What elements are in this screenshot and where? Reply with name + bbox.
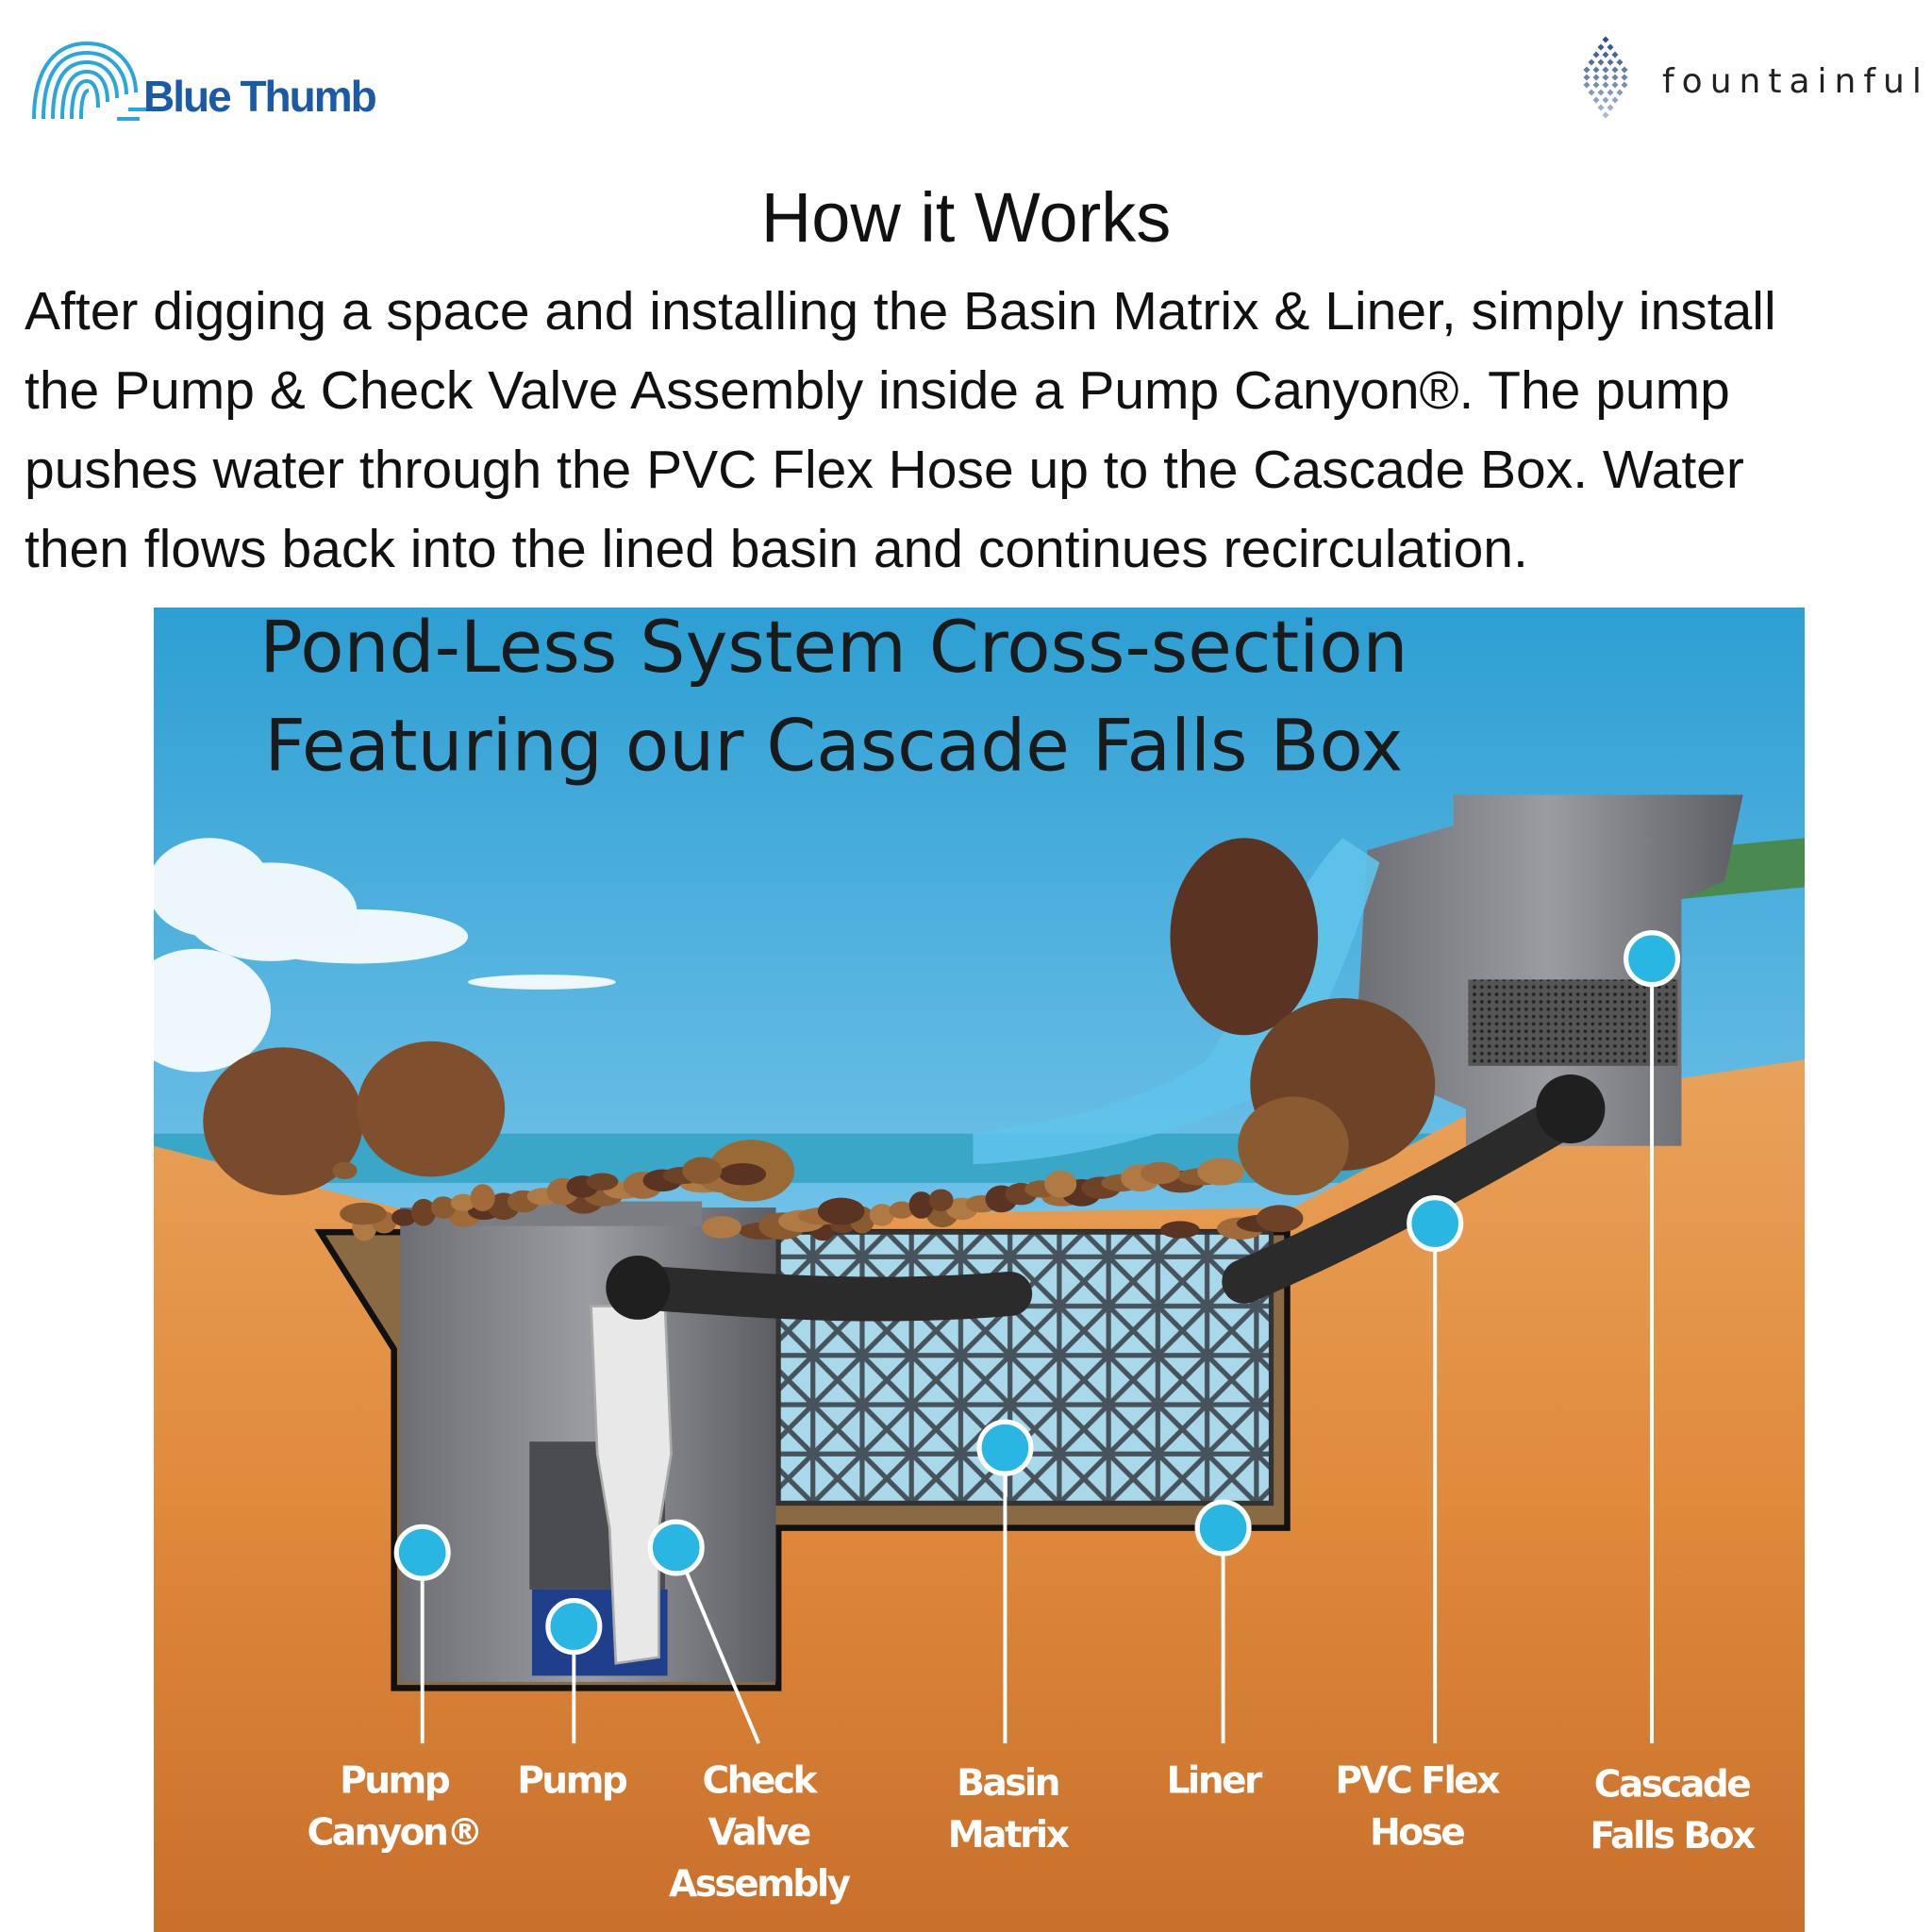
callout-label: Pump (340, 1759, 450, 1802)
pebble (889, 1201, 914, 1219)
flex-hose (618, 1087, 1599, 1322)
page-title: How it Works (760, 178, 1172, 257)
pebble (391, 1208, 417, 1226)
callout-label: Canyon® (308, 1811, 481, 1854)
pebble (702, 1216, 741, 1239)
pebble (1197, 1158, 1244, 1186)
callout-label: Hose (1370, 1811, 1464, 1854)
check-valve (590, 1305, 673, 1665)
pebble (410, 1198, 437, 1226)
pebble (450, 1193, 475, 1211)
callout-marker (1624, 930, 1681, 988)
callout-marker (393, 1524, 451, 1581)
fingerprint-icon (32, 41, 162, 121)
pebble (928, 1189, 954, 1211)
pebble (1044, 1170, 1077, 1198)
callout-label: Check (703, 1759, 819, 1802)
callout-label: Valve (708, 1811, 810, 1854)
rocks (203, 838, 1436, 1202)
pebble (470, 1184, 495, 1211)
callout: Liner (1167, 1499, 1266, 1802)
pebble (869, 1204, 894, 1226)
callout-leader-line (674, 1546, 761, 1744)
pondless-cross-section-diagram: Pond-Less System Cross-section Featuring… (154, 608, 1805, 1932)
callout-label: Basin (957, 1762, 1058, 1805)
fountainful-logo: fountainful (1583, 36, 1926, 119)
pebble (340, 1202, 387, 1225)
diagram-title-line1: Pond-Less System Cross-section (259, 608, 1407, 689)
diagram-title-line2: Featuring our Cascade Falls Box (264, 704, 1403, 787)
pebble (682, 1157, 723, 1185)
droplet-pattern-icon (1583, 36, 1628, 119)
callout-label: PVC Flex (1335, 1759, 1500, 1802)
callout-marker (647, 1519, 705, 1576)
pebble (586, 1173, 619, 1191)
pebble (908, 1191, 934, 1219)
pebble (1256, 1205, 1304, 1233)
description-line: pushes water through the PVC Flex Hose u… (25, 440, 1744, 500)
callout-label: Matrix (948, 1814, 1070, 1857)
pebble (1159, 1221, 1200, 1239)
callout-label: Falls Box (1590, 1815, 1756, 1857)
description-line: then flows back into the lined basin and… (25, 519, 1528, 579)
callout-label: Liner (1167, 1759, 1263, 1802)
callout-marker (1194, 1499, 1252, 1557)
callout-label: Cascade (1594, 1763, 1751, 1806)
fountainful-wordmark: fountainful (1662, 62, 1926, 101)
description-line: the Pump & Check Valve Assembly inside a… (25, 360, 1730, 421)
callout-marker (545, 1598, 603, 1656)
pebble (430, 1196, 456, 1219)
callout-marker (1407, 1194, 1464, 1253)
clouds (154, 838, 616, 1073)
blue-thumb-logo: Blue Thumb (32, 41, 378, 121)
pebbles (332, 1157, 1304, 1241)
blue-thumb-wordmark: Blue Thumb (143, 72, 376, 121)
callout: Pump (517, 1598, 629, 1802)
pebble (1141, 1161, 1180, 1185)
pebble (817, 1197, 865, 1225)
description: After digging a space and installing the… (25, 272, 1921, 589)
description-line: After digging a space and installing the… (25, 281, 1776, 341)
pebble (719, 1163, 767, 1186)
callout-marker (976, 1419, 1034, 1476)
pebble (332, 1161, 358, 1180)
callout-label: Assembly (669, 1863, 851, 1906)
callout-label: Pump (517, 1759, 627, 1802)
